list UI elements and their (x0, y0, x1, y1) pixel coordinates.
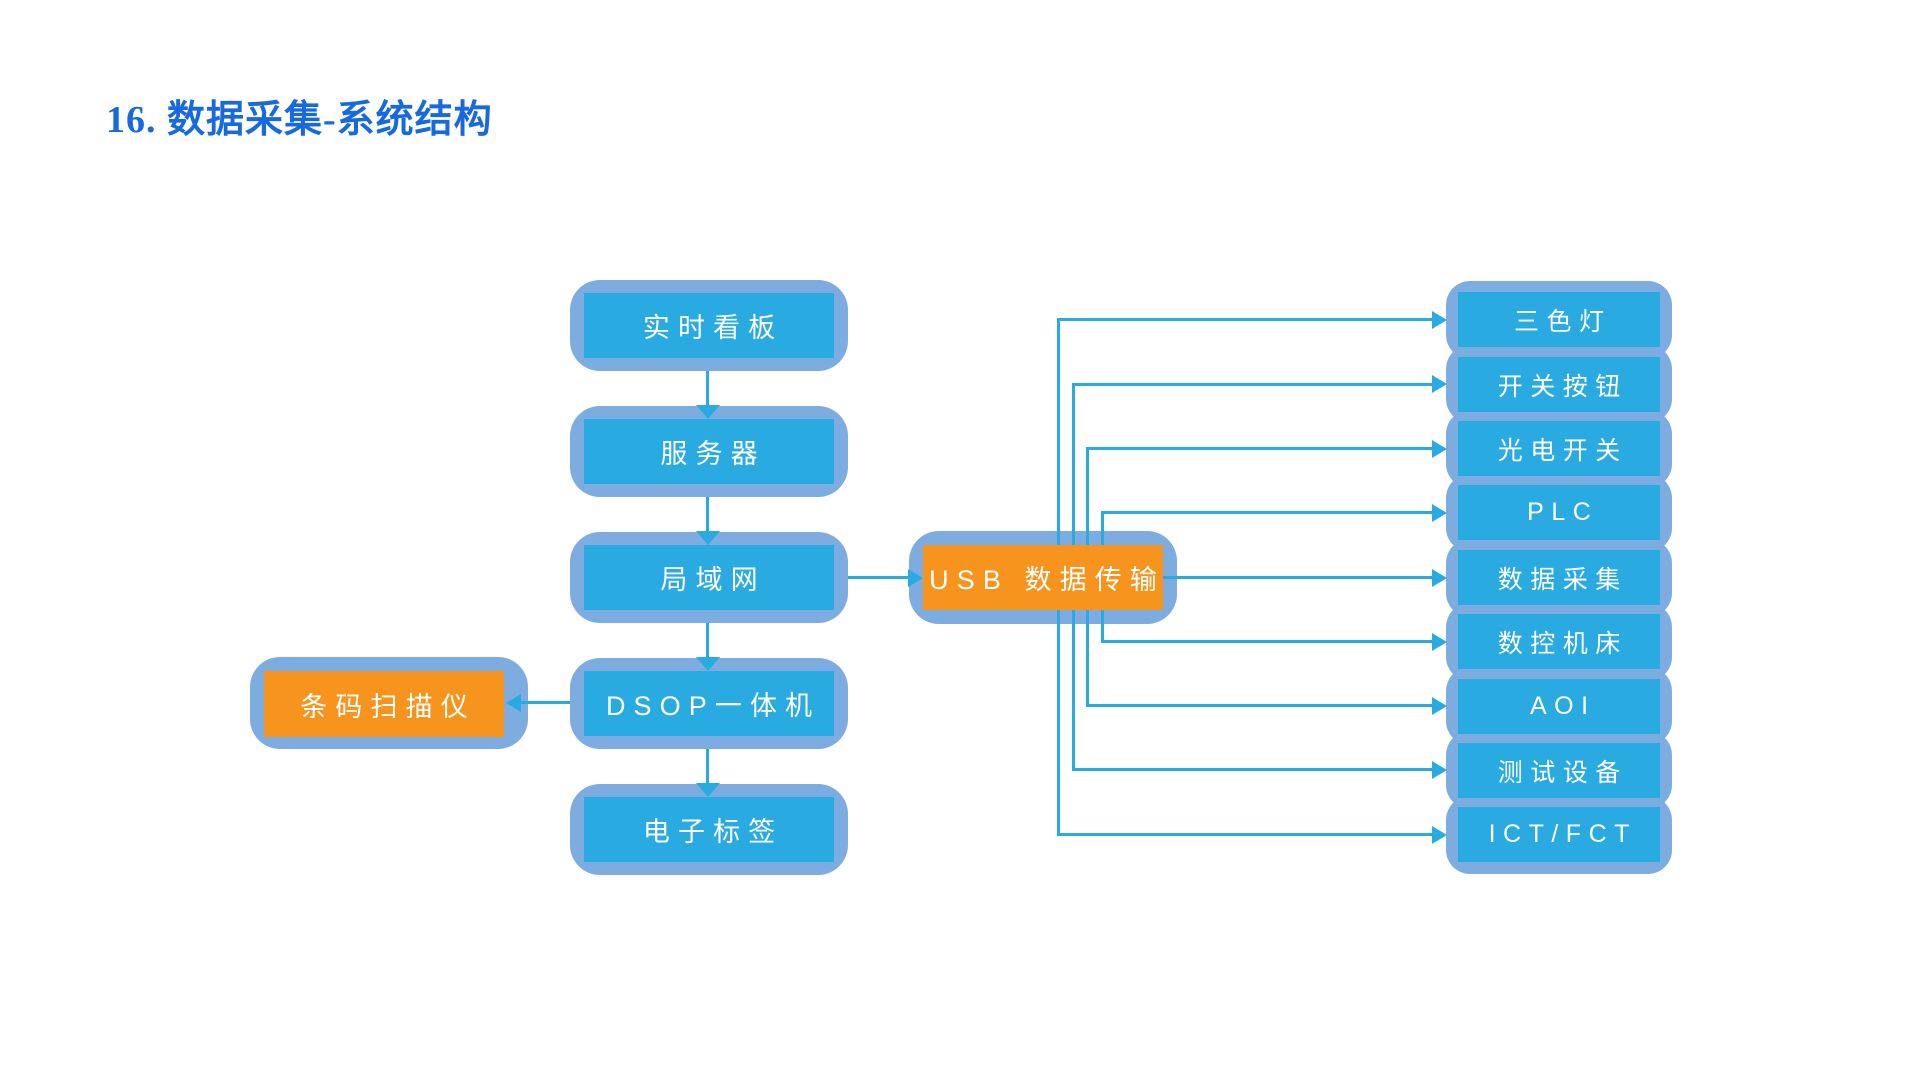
connector-line (1057, 610, 1060, 836)
connector-line (848, 576, 908, 579)
arrow-down-icon (696, 405, 720, 419)
node-server: 服务器 (584, 419, 834, 484)
node-usb-label: USB 数据传输 (929, 565, 1165, 595)
arrow-right-icon (1432, 375, 1447, 393)
node-barcode-scanner-label: 条码扫描仪 (300, 691, 476, 722)
node-realtime-board-label: 实时看板 (642, 313, 784, 343)
node-server-label: 服务器 (660, 439, 766, 469)
arrow-right-icon (1432, 504, 1447, 522)
device-test-equipment-label: 测试设备 (1497, 758, 1628, 787)
device-photoelectric-switch-label: 光电开关 (1497, 436, 1628, 465)
device-aoi: AOI (1458, 679, 1660, 734)
device-plc: PLC (1458, 485, 1660, 540)
connector-line (706, 623, 709, 657)
node-usb: USB 数据传输 (923, 545, 1163, 610)
arrow-right-icon (1432, 633, 1447, 651)
connector-line (1101, 511, 1432, 514)
node-etag: 电子标签 (584, 797, 834, 862)
device-switch-button: 开关按钮 (1458, 357, 1660, 412)
connector-line (706, 497, 709, 531)
page-title: 16. 数据采集-系统结构 (106, 99, 493, 141)
connector-line (521, 701, 570, 704)
connector-line (1101, 640, 1432, 643)
node-barcode-scanner: 条码扫描仪 (264, 671, 504, 737)
connector-line (1057, 318, 1060, 545)
device-data-acquisition: 数据采集 (1458, 550, 1660, 605)
connector-line (1163, 576, 1432, 579)
arrow-down-icon (696, 531, 720, 545)
connector-line (1072, 610, 1075, 771)
arrow-right-icon (1432, 311, 1447, 329)
connector-line (1101, 610, 1104, 643)
connector-line (706, 749, 709, 783)
device-cnc-machine: 数控机床 (1458, 614, 1660, 669)
node-realtime-board: 实时看板 (584, 293, 834, 358)
device-cnc-machine-label: 数控机床 (1497, 629, 1628, 658)
arrow-down-icon (696, 783, 720, 797)
node-dsop-label: DSOP一体机 (605, 691, 821, 721)
arrow-right-icon (1432, 761, 1447, 779)
connector-line (1057, 833, 1432, 836)
arrow-down-icon (696, 657, 720, 671)
arrow-right-icon (1432, 440, 1447, 458)
arrow-right-icon (908, 569, 923, 587)
device-plc-label: PLC (1527, 498, 1599, 526)
device-tricolor-light-label: 三色灯 (1513, 307, 1612, 336)
arrow-right-icon (1432, 826, 1447, 844)
connector-line (1057, 318, 1432, 321)
device-tricolor-light: 三色灯 (1458, 292, 1660, 347)
device-photoelectric-switch: 光电开关 (1458, 421, 1660, 476)
device-switch-button-label: 开关按钮 (1497, 372, 1628, 401)
device-data-acquisition-label: 数据采集 (1497, 565, 1628, 594)
arrow-left-icon (506, 694, 521, 712)
connector-line (706, 371, 709, 405)
node-lan: 局域网 (584, 545, 834, 610)
node-etag-label: 电子标签 (642, 817, 784, 847)
arrow-right-icon (1432, 569, 1447, 587)
connector-line (1072, 383, 1432, 386)
connector-line (1086, 610, 1089, 707)
device-aoi-label: AOI (1529, 692, 1596, 720)
arrow-right-icon (1432, 697, 1447, 715)
device-test-equipment: 测试设备 (1458, 743, 1660, 798)
node-lan-label: 局域网 (660, 565, 766, 595)
device-ict-fct-label: ICT/FCT (1488, 820, 1637, 848)
connector-line (1086, 447, 1432, 450)
device-ict-fct: ICT/FCT (1458, 807, 1660, 862)
connector-line (1086, 704, 1432, 707)
node-dsop: DSOP一体机 (584, 671, 834, 736)
connector-line (1101, 511, 1104, 545)
connector-line (1072, 768, 1432, 771)
connector-line (1086, 447, 1089, 545)
connector-line (1072, 383, 1075, 545)
